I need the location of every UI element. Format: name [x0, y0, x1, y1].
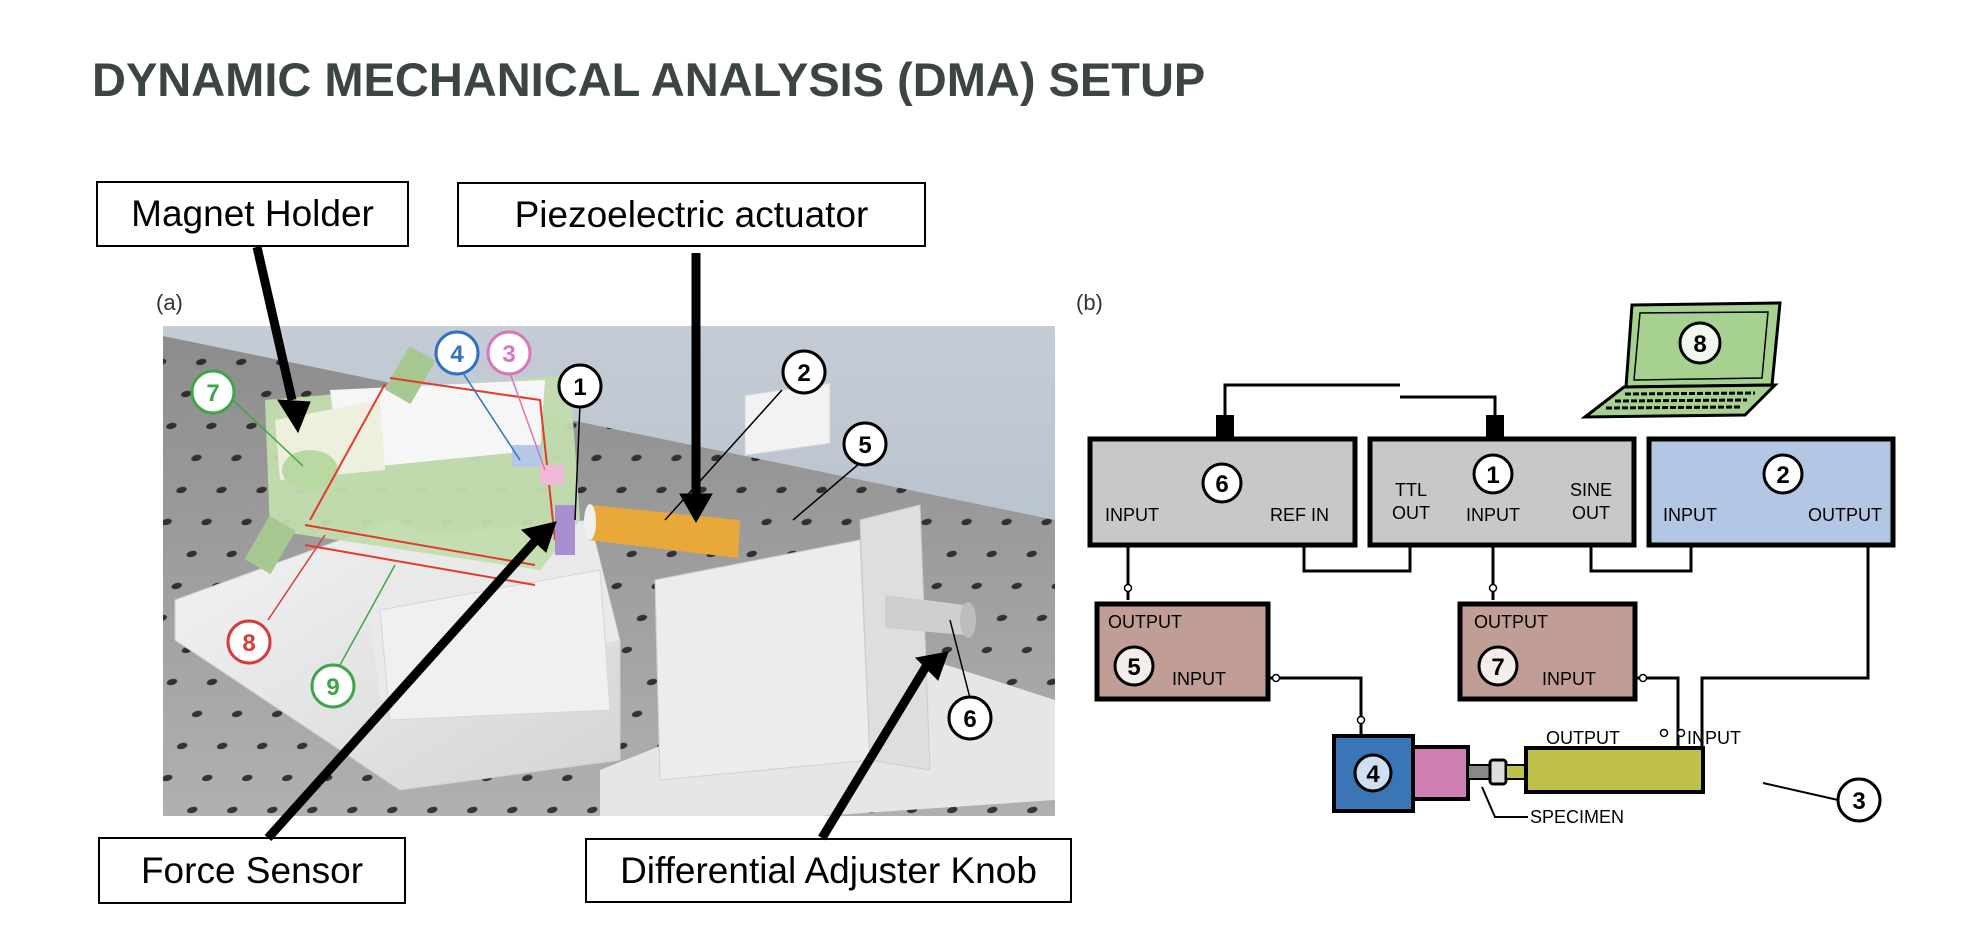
svg-text:OUTPUT: OUTPUT [1108, 612, 1182, 632]
plug-box6 [1216, 415, 1234, 439]
svg-text:8: 8 [1693, 331, 1706, 358]
callout-label: Differential Adjuster Knob [620, 849, 1037, 891]
marker-9: 9 [310, 564, 396, 709]
panel-b-label: (b) [1076, 290, 1103, 315]
svg-text:INPUT: INPUT [1172, 669, 1226, 689]
marker-7: 7 [190, 369, 304, 467]
force-sensor-4: 4 [1332, 734, 1415, 813]
marker-4: 4 [434, 330, 521, 461]
marker-8: 8 [226, 534, 326, 665]
svg-text:8: 8 [242, 630, 255, 657]
marker-1: 1 [557, 363, 603, 521]
svg-text:INPUT: INPUT [1663, 505, 1717, 525]
svg-text:1: 1 [1486, 462, 1499, 489]
svg-text:4: 4 [1366, 761, 1380, 788]
callout-label: Piezoelectric actuator [514, 193, 869, 235]
svg-text:REF IN: REF IN [1270, 505, 1329, 525]
instrument-box-1: 1 TTL OUT INPUT SINE OUT [1367, 436, 1637, 548]
plug-box1 [1486, 415, 1504, 439]
svg-text:2: 2 [797, 360, 810, 387]
callout-piezo-actuator: Piezoelectric actuator [457, 182, 926, 247]
svg-text:2: 2 [1776, 462, 1789, 489]
svg-text:5: 5 [1127, 654, 1140, 681]
page-title: DYNAMIC MECHANICAL ANALYSIS (DMA) SETUP [92, 53, 1206, 106]
svg-text:OUT: OUT [1392, 503, 1430, 523]
actuator-3-marker: 3 [1836, 777, 1882, 823]
marker-3: 3 [486, 330, 546, 471]
svg-text:6: 6 [1215, 471, 1228, 498]
marker-2: 2 [664, 349, 827, 521]
actuator-3-body [1526, 748, 1703, 792]
callout-magnet-holder: Magnet Holder [96, 181, 409, 247]
svg-text:3: 3 [1852, 788, 1865, 815]
svg-text:1: 1 [573, 374, 586, 401]
svg-text:TTL: TTL [1395, 480, 1427, 500]
svg-text:INPUT: INPUT [1466, 505, 1520, 525]
svg-text:OUTPUT: OUTPUT [1474, 612, 1548, 632]
svg-text:SINE: SINE [1570, 480, 1612, 500]
magnet-block [1411, 745, 1470, 801]
svg-text:INPUT: INPUT [1542, 669, 1596, 689]
svg-text:4: 4 [450, 341, 464, 368]
svg-text:7: 7 [206, 380, 219, 407]
specimen-label: SPECIMEN [1530, 807, 1624, 827]
svg-text:OUT: OUT [1572, 503, 1610, 523]
marker-6: 6 [947, 619, 993, 741]
svg-text:INPUT: INPUT [1105, 505, 1159, 525]
actuator-shaft [1505, 764, 1527, 780]
svg-text:9: 9 [326, 674, 339, 701]
svg-text:OUTPUT: OUTPUT [1808, 505, 1882, 525]
wires [1126, 383, 1870, 818]
svg-text:INPUT: INPUT [1687, 728, 1741, 748]
specimen [1467, 764, 1491, 780]
svg-text:5: 5 [858, 432, 871, 459]
instrument-box-5: OUTPUT 5 INPUT [1094, 601, 1271, 702]
callout-label: Force Sensor [140, 849, 364, 891]
marker-5: 5 [792, 421, 888, 521]
callout-label: Magnet Holder [131, 193, 374, 234]
svg-text:6: 6 [963, 706, 976, 733]
instrument-box-2: 2 INPUT OUTPUT [1646, 436, 1896, 548]
callout-force-sensor: Force Sensor [98, 837, 406, 904]
instrument-box-6: 6 INPUT REF IN [1087, 436, 1358, 548]
svg-text:OUTPUT: OUTPUT [1546, 728, 1620, 748]
actuator-3: OUTPUT INPUT [1524, 728, 1741, 794]
laptop-8: 8 [1580, 301, 1782, 419]
panel-a-label: (a) [156, 290, 183, 315]
coupling [1488, 758, 1508, 786]
svg-text:7: 7 [1491, 654, 1504, 681]
svg-text:3: 3 [502, 341, 515, 368]
callout-differential-adjuster-knob-real: Differential Adjuster Knob [585, 838, 1072, 903]
instrument-box-7: OUTPUT 7 INPUT [1457, 601, 1638, 702]
